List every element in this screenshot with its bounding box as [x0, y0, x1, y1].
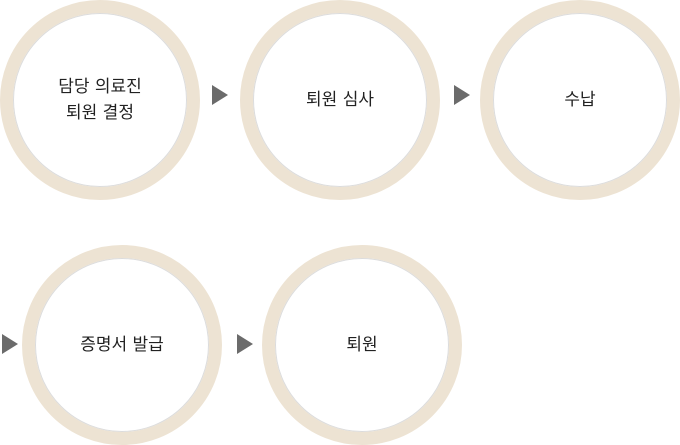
arrow-right-icon [237, 334, 253, 354]
step-discharge: 퇴원 [262, 245, 462, 445]
step-label: 퇴원 심사 [306, 90, 374, 110]
arrow-right-icon [2, 334, 18, 354]
step-inner-circle: 담당 의료진 퇴원 결정 [13, 13, 187, 187]
step-discharge-decision: 담당 의료진 퇴원 결정 [0, 0, 200, 200]
step-inner-circle: 퇴원 [275, 258, 449, 432]
step-certificate-issuance: 증명서 발급 [22, 245, 222, 445]
step-label: 퇴원 [346, 335, 378, 355]
step-label: 증명서 발급 [80, 335, 164, 355]
step-label: 담당 의료진 퇴원 결정 [58, 77, 142, 123]
step-discharge-review: 퇴원 심사 [240, 0, 440, 200]
step-inner-circle: 수납 [493, 13, 667, 187]
step-label: 수납 [564, 90, 596, 110]
step-payment: 수납 [480, 0, 680, 200]
step-inner-circle: 증명서 발급 [35, 258, 209, 432]
arrow-right-icon [212, 85, 228, 105]
step-inner-circle: 퇴원 심사 [253, 13, 427, 187]
arrow-right-icon [454, 85, 470, 105]
